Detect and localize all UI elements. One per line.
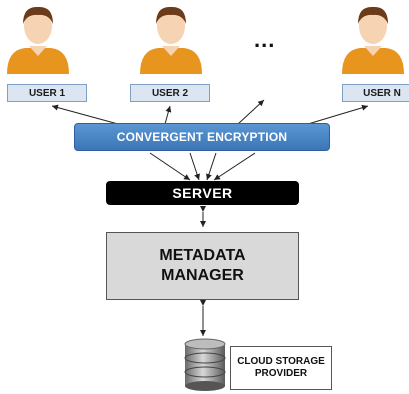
metadata-manager-box: METADATA MANAGER [106, 232, 299, 300]
convergent-encryption-box: CONVERGENT ENCRYPTION [74, 123, 330, 151]
arrow-to-user-n [307, 104, 369, 125]
user-n-avatar-icon [342, 6, 404, 74]
arrow-to-user-dots [237, 99, 265, 125]
arrow-enc-server-4 [213, 152, 256, 181]
cloud-storage-provider-box: CLOUD STORAGE PROVIDER [230, 346, 332, 390]
cloud-storage-line-2: PROVIDER [254, 368, 308, 379]
user-2-label: USER 2 [130, 84, 210, 102]
arrow-enc-server-1 [149, 152, 191, 181]
more-users-ellipsis: ... [254, 27, 276, 52]
cloud-storage-line-1: CLOUD STORAGE [237, 356, 325, 367]
user-1-avatar-icon [7, 6, 69, 74]
metadata-manager-line-1: METADATA [159, 247, 246, 264]
user-2-avatar-icon [140, 6, 202, 74]
arrow-to-user-1 [51, 104, 119, 125]
database-icon [184, 338, 226, 391]
user-n-label: USER N [342, 84, 409, 102]
arrow-enc-server-2 [189, 152, 200, 181]
user-1-label: USER 1 [7, 84, 87, 102]
arrow-to-user-2 [164, 105, 172, 125]
server-box: SERVER [106, 181, 299, 205]
metadata-manager-line-2: MANAGER [161, 267, 244, 284]
arrow-enc-server-3 [206, 152, 217, 181]
